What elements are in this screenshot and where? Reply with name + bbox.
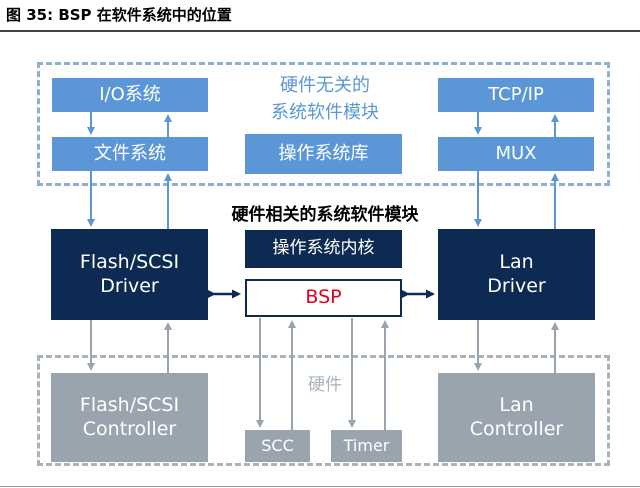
timer-box: Timer xyxy=(331,430,402,462)
figure-caption: 图 35: BSP 在软件系统中的位置 xyxy=(6,6,232,24)
hardware-region xyxy=(37,355,610,466)
os-kernel-box: 操作系统内核 xyxy=(245,230,402,268)
bsp-box: BSP xyxy=(245,279,402,317)
hardware-independent-label-line2: 系统软件模块 xyxy=(271,102,379,123)
os-library-box: 操作系统库 xyxy=(245,134,402,174)
lan-controller-box: Lan Controller xyxy=(438,373,595,462)
caption-rule xyxy=(0,30,640,32)
bottom-rule xyxy=(0,486,640,487)
hardware-independent-label: 硬件无关的 系统软件模块 xyxy=(230,72,420,126)
mux-box: MUX xyxy=(438,137,594,171)
flash-scsi-controller-box: Flash/SCSI Controller xyxy=(51,373,208,462)
io-system-box: I/O系统 xyxy=(52,78,208,112)
hardware-independent-region xyxy=(37,62,610,186)
file-system-box: 文件系统 xyxy=(52,137,208,171)
hardware-label: 硬件 xyxy=(308,375,342,395)
hardware-dependent-label: 硬件相关的系统软件模块 xyxy=(231,205,419,225)
tcp-ip-box: TCP/IP xyxy=(438,78,594,112)
flash-scsi-driver-box: Flash/SCSI Driver xyxy=(51,229,208,320)
lan-driver-box: Lan Driver xyxy=(438,229,595,320)
hardware-independent-label-line1: 硬件无关的 xyxy=(280,75,370,96)
scc-box: SCC xyxy=(245,430,310,462)
